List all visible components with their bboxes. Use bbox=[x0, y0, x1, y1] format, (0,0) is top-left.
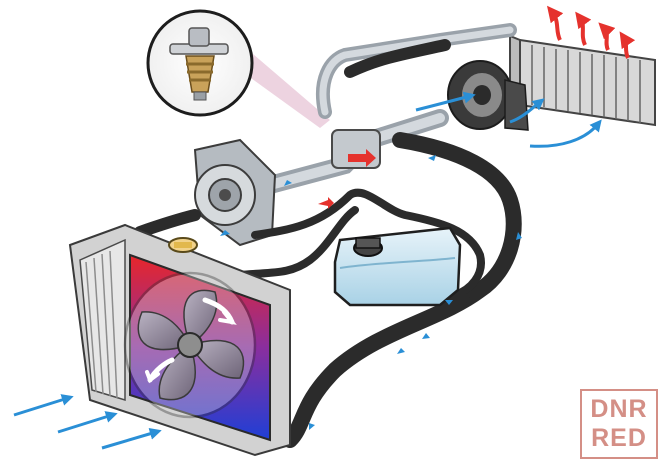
heat-arrow-icon bbox=[547, 5, 636, 59]
watermark: DNR RED bbox=[580, 389, 658, 459]
thermostat-icon bbox=[169, 27, 229, 101]
airflow-arrow-icon bbox=[415, 91, 602, 148]
watermark-line-2: RED bbox=[591, 424, 647, 452]
heater-core bbox=[509, 34, 656, 127]
fan-rotation-arrow-icon bbox=[145, 297, 237, 384]
watermark-line-1: DNR bbox=[590, 395, 648, 423]
flow-arrow-icon bbox=[220, 155, 522, 430]
blower-fan bbox=[447, 60, 529, 131]
radiator-fan bbox=[123, 271, 257, 419]
water-pump bbox=[193, 138, 277, 247]
airflow-arrow-icon bbox=[13, 394, 162, 450]
hot-flow-arrow-icon bbox=[318, 149, 376, 209]
thermostat-housing bbox=[331, 129, 381, 169]
coolant-hoses bbox=[134, 39, 522, 448]
coolant-tank bbox=[333, 226, 462, 307]
thermostat-lens bbox=[146, 9, 254, 117]
